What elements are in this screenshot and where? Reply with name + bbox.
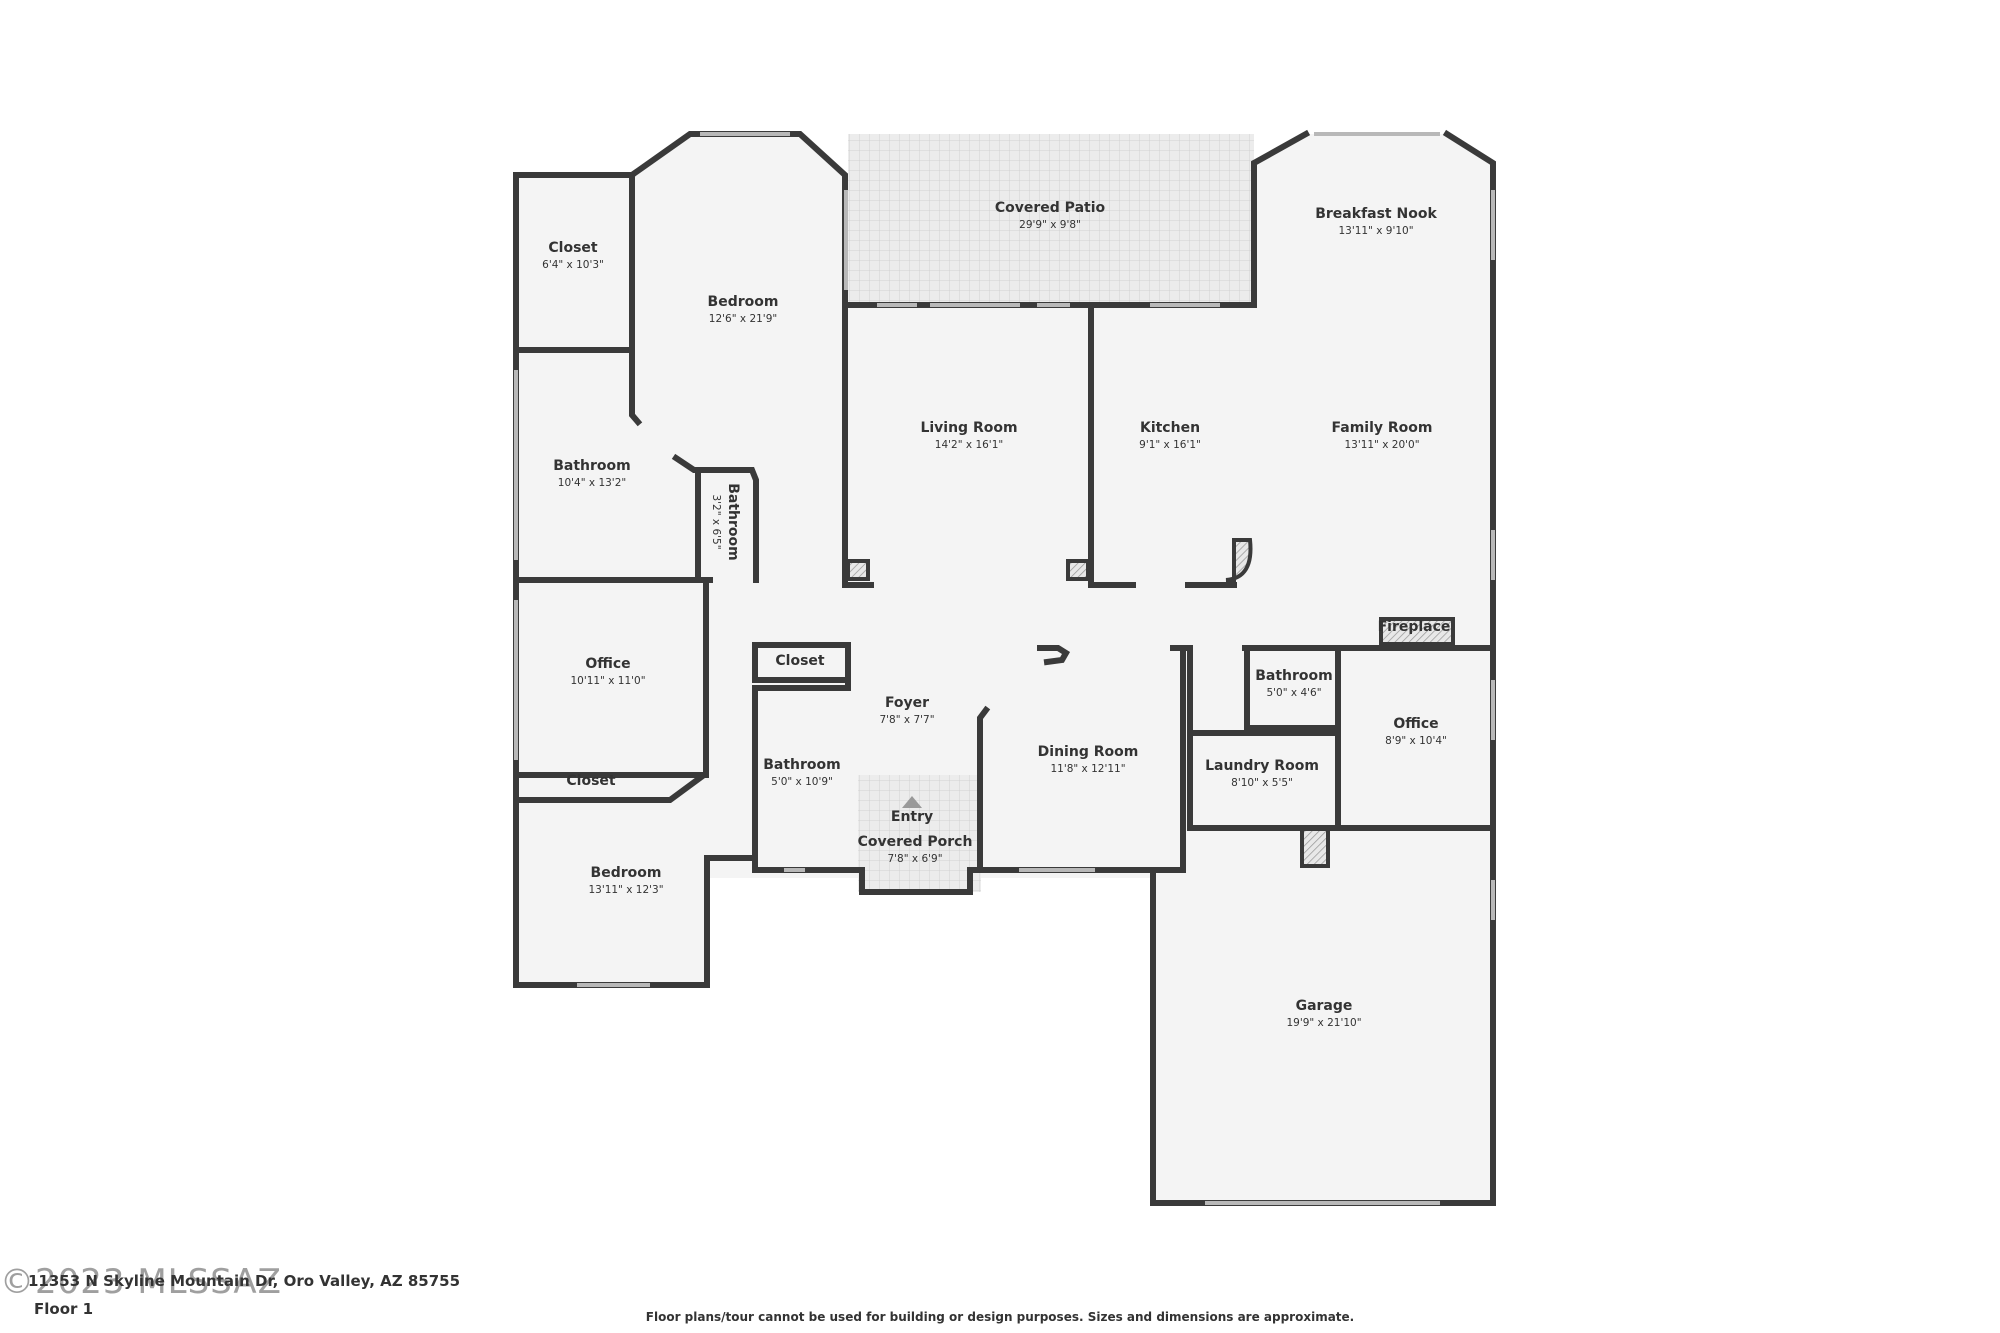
room-closet-sw: Closet xyxy=(566,773,616,789)
room-name: Covered Patio xyxy=(995,200,1106,216)
room-dimensions: 29'9" x 9'8" xyxy=(1019,219,1081,231)
room-kitchen: Kitchen 9'1" x 16'1" xyxy=(1139,420,1201,451)
room-name: Closet xyxy=(548,240,598,256)
room-dimensions: 12'6" x 21'9" xyxy=(709,313,777,325)
room-fireplace: Fireplace xyxy=(1378,619,1451,635)
room-name: Laundry Room xyxy=(1205,758,1319,774)
covered-patio-floor xyxy=(848,134,1254,302)
room-name: Entry xyxy=(891,809,933,825)
room-dimensions: 7'8" x 7'7" xyxy=(879,714,934,726)
room-breakfast-nook: Breakfast Nook 13'11" x 9'10" xyxy=(1315,206,1437,237)
room-dimensions: 7'8" x 6'9" xyxy=(887,853,942,865)
walls xyxy=(513,129,1496,1206)
room-foyer: Foyer 7'8" x 7'7" xyxy=(879,695,934,726)
room-bathroom-e: Bathroom 5'0" x 4'6" xyxy=(1255,668,1333,699)
room-laundry-room: Laundry Room 8'10" x 5'5" xyxy=(1205,758,1319,789)
covered-porch-floor xyxy=(858,775,981,892)
room-name: Bathroom xyxy=(763,757,841,773)
floor-label: Floor 1 xyxy=(34,1300,94,1318)
room-name: Foyer xyxy=(885,695,929,711)
room-bedroom-sw: Bedroom 13'11" x 12'3" xyxy=(588,865,663,896)
room-name: Bedroom xyxy=(708,294,779,310)
room-living-room: Living Room 14'2" x 16'1" xyxy=(920,420,1017,451)
floor-fills xyxy=(516,134,1493,1203)
room-garage: Garage 19'9" x 21'10" xyxy=(1286,998,1361,1029)
room-office-w: Office 10'11" x 11'0" xyxy=(570,656,645,687)
room-dimensions: 8'9" x 10'4" xyxy=(1385,735,1447,747)
room-dimensions: 14'2" x 16'1" xyxy=(935,439,1003,451)
room-dimensions: 10'4" x 13'2" xyxy=(558,477,626,489)
room-dining-room: Dining Room 11'8" x 12'11" xyxy=(1038,744,1139,775)
room-dimensions: 8'10" x 5'5" xyxy=(1231,777,1293,789)
room-name: Bathroom xyxy=(1255,668,1333,684)
windows xyxy=(514,132,1495,1205)
room-covered-patio: Covered Patio 29'9" x 9'8" xyxy=(995,200,1106,231)
room-name: Closet xyxy=(566,773,616,789)
copyright-watermark: ©2023 MLSSAZ xyxy=(0,1262,282,1302)
disclaimer-text: Floor plans/tour cannot be used for buil… xyxy=(645,1310,1355,1324)
room-name: Office xyxy=(1393,716,1438,732)
room-name: Closet xyxy=(775,653,825,669)
room-dimensions: 9'1" x 16'1" xyxy=(1139,439,1201,451)
room-name: Covered Porch xyxy=(858,834,973,850)
room-closet-nw: Closet 6'4" x 10'3" xyxy=(542,240,604,271)
room-name: Garage xyxy=(1296,998,1353,1014)
room-dimensions: 6'4" x 10'3" xyxy=(542,259,604,271)
room-name: Office xyxy=(585,656,630,672)
room-closet-c: Closet xyxy=(775,653,825,669)
room-dimensions: 13'11" x 20'0" xyxy=(1344,439,1419,451)
room-family-room: Family Room 13'11" x 20'0" xyxy=(1332,420,1433,451)
room-entry: Entry xyxy=(891,809,933,825)
room-dimensions: 10'11" x 11'0" xyxy=(570,675,645,687)
room-covered-porch: Covered Porch 7'8" x 6'9" xyxy=(858,834,973,865)
room-name: Fireplace xyxy=(1378,619,1451,635)
room-dimensions: 13'11" x 9'10" xyxy=(1338,225,1413,237)
room-name: Dining Room xyxy=(1038,744,1139,760)
room-dimensions: 19'9" x 21'10" xyxy=(1286,1017,1361,1029)
room-name: Bathroom xyxy=(725,483,741,561)
room-labels: Covered Patio 29'9" x 9'8" Breakfast Nook 1… xyxy=(542,200,1450,1029)
entry-arrow-icon xyxy=(902,796,922,808)
room-name: Kitchen xyxy=(1140,420,1200,436)
room-dimensions: 5'0" x 10'9" xyxy=(771,776,833,788)
room-dimensions: 11'8" x 12'11" xyxy=(1050,763,1125,775)
room-name: Breakfast Nook xyxy=(1315,206,1437,222)
room-dimensions: 13'11" x 12'3" xyxy=(588,884,663,896)
room-office-e: Office 8'9" x 10'4" xyxy=(1385,716,1447,747)
room-name: Bedroom xyxy=(591,865,662,881)
room-dimensions: 3'2" x 6'5" xyxy=(710,494,722,549)
room-name: Bathroom xyxy=(553,458,631,474)
room-name: Living Room xyxy=(920,420,1017,436)
room-bathroom-w: Bathroom 10'4" x 13'2" xyxy=(553,458,631,489)
room-bathroom-c: Bathroom 5'0" x 10'9" xyxy=(763,757,841,788)
room-dimensions: 5'0" x 4'6" xyxy=(1266,687,1321,699)
property-address: 11353 N Skyline Mountain Dr, Oro Valley,… xyxy=(28,1272,461,1290)
room-bedroom-nw: Bedroom 12'6" x 21'9" xyxy=(708,294,779,325)
room-name: Family Room xyxy=(1332,420,1433,436)
